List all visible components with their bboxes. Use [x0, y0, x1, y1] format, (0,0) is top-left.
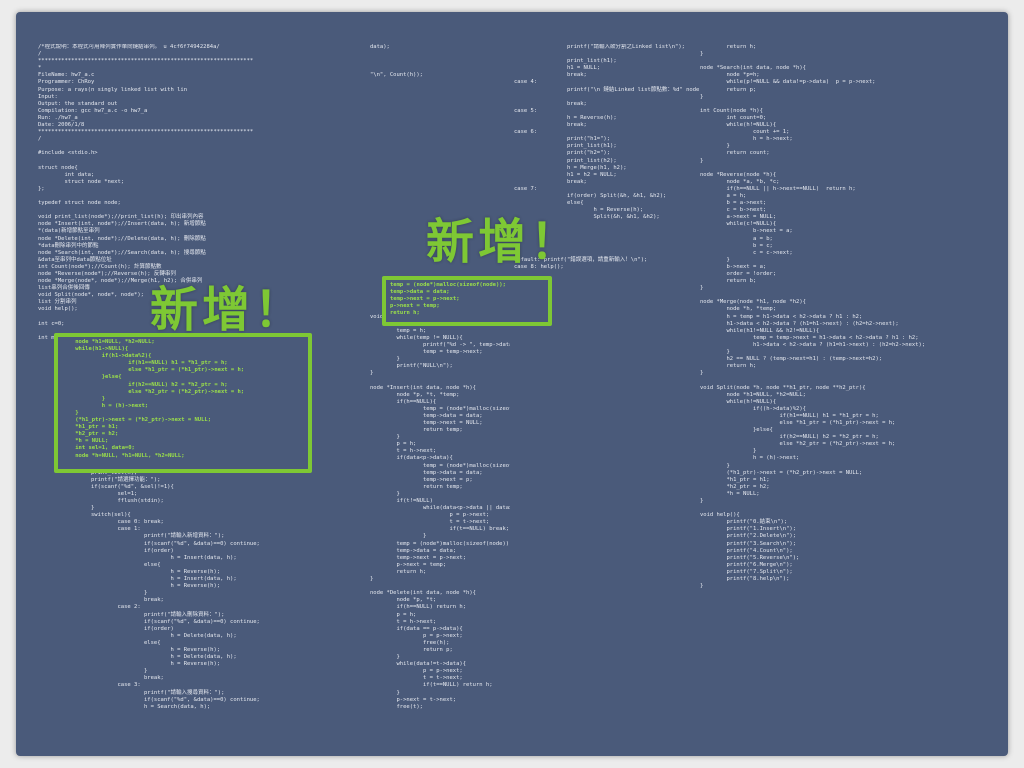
highlight-box-main: node *h1=NULL, *h2=NULL; while(h1->NULL)… [54, 333, 312, 473]
code-column-4: return h; } node *Search(int data, node … [700, 44, 926, 590]
highlight-code-main: node *h1=NULL, *h2=NULL; while(h1->NULL)… [75, 339, 245, 459]
code-column-2: data); "\n", Count(h)); void print_list(… [370, 44, 510, 710]
slide: /*程式說明：本程式可用陣列實作單向鏈結串列。 u 4cf6f74942284a… [16, 12, 1008, 756]
code-column-1: /*程式說明：本程式可用陣列實作單向鏈結串列。 u 4cf6f74942284a… [38, 44, 260, 710]
annotation-label-left: 新增！ [150, 282, 307, 338]
highlight-box-insert: temp = (node*)malloc(sizeof(node)); temp… [382, 276, 552, 326]
code-column-3: printf("請輸入欲分割之Linked list\n"); print_li… [514, 44, 700, 270]
highlight-code-insert: temp = (node*)malloc(sizeof(node)); temp… [390, 282, 506, 317]
annotation-label-right: 新增！ [426, 214, 583, 270]
